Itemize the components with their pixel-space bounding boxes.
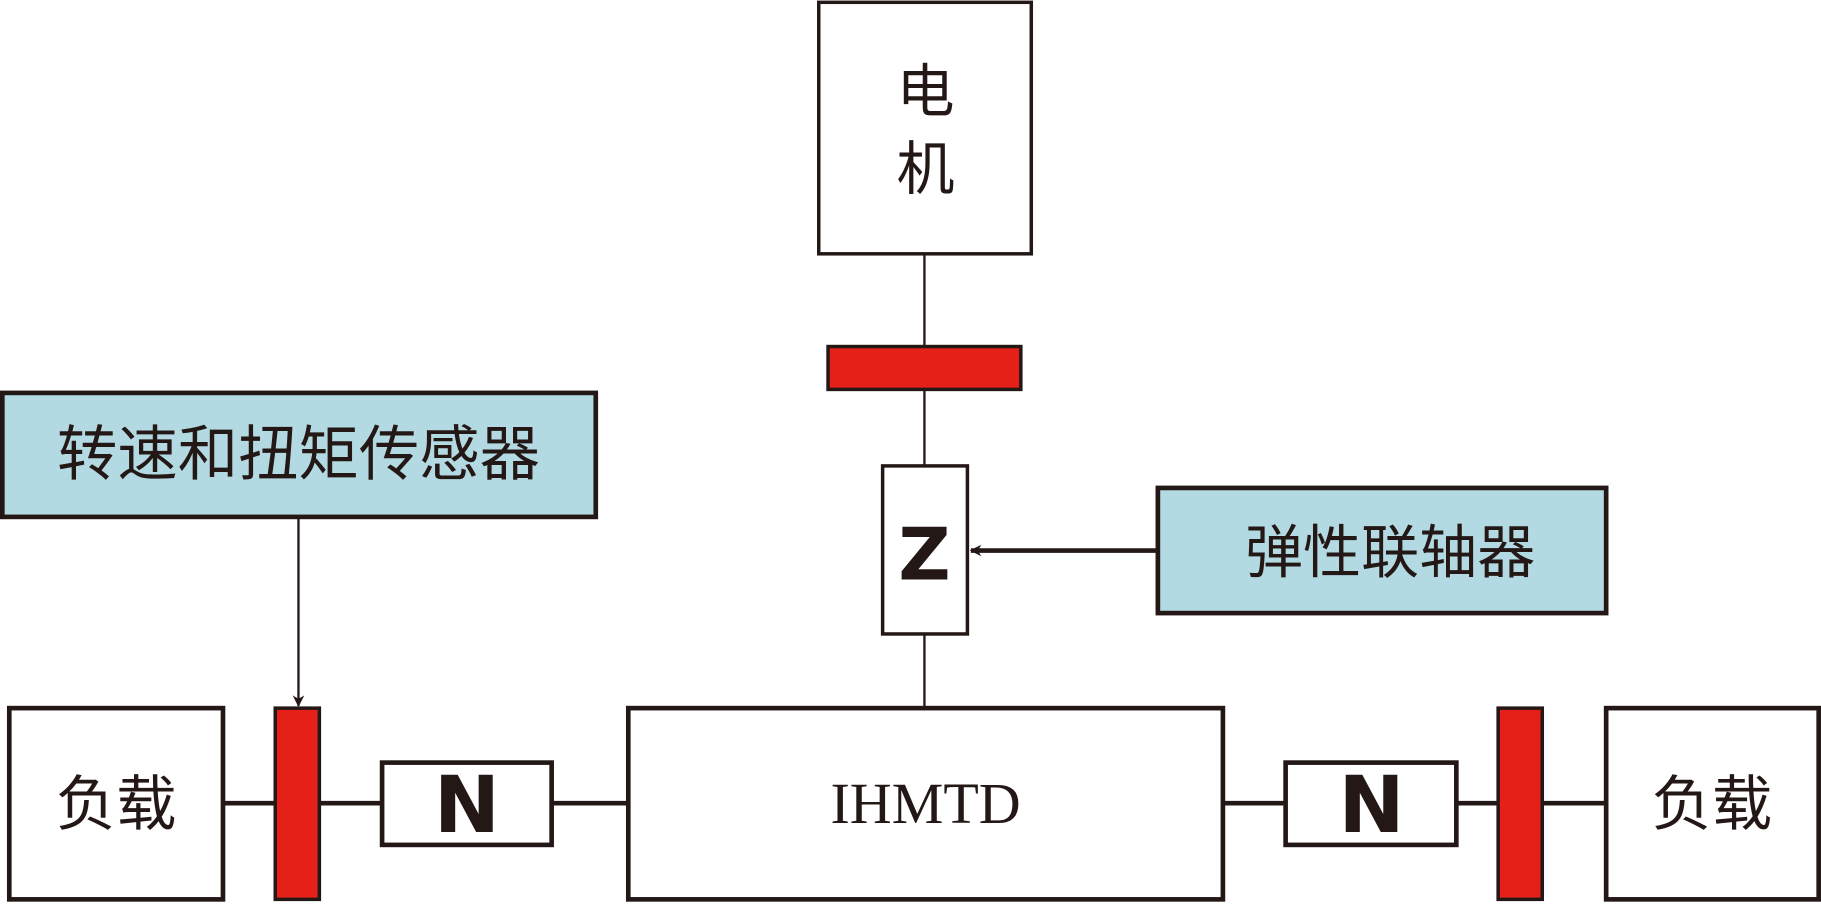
ihmtd-label: IHMTD (830, 771, 1020, 836)
gear-left-box (379, 760, 554, 848)
sensor-label-box (0, 390, 599, 520)
load-left-box (6, 705, 226, 902)
motor-box (817, 0, 1034, 256)
gear-left-symbol: N (434, 759, 500, 851)
gear-right-box (1283, 760, 1459, 848)
motor-torque-sensor (826, 344, 1023, 392)
left-torque-sensor (273, 706, 322, 902)
elastic-coupling-box (880, 464, 970, 636)
coupling-symbol: Z (898, 513, 950, 597)
coupling-label-box (1155, 485, 1609, 616)
ihmtd-box (625, 705, 1226, 902)
load-right-box (1603, 705, 1821, 902)
load-left-label: 负载 (56, 770, 177, 840)
right-torque-sensor (1496, 706, 1545, 902)
gear-right-symbol: N (1339, 759, 1405, 851)
sensor-label: 转速和扭矩传感器 (57, 420, 540, 490)
motor-label-1: 电 (897, 57, 955, 125)
load-right-label: 负载 (1651, 770, 1772, 840)
coupling-label: 弹性联轴器 (1245, 519, 1535, 587)
motor-label-2: 机 (897, 135, 955, 203)
